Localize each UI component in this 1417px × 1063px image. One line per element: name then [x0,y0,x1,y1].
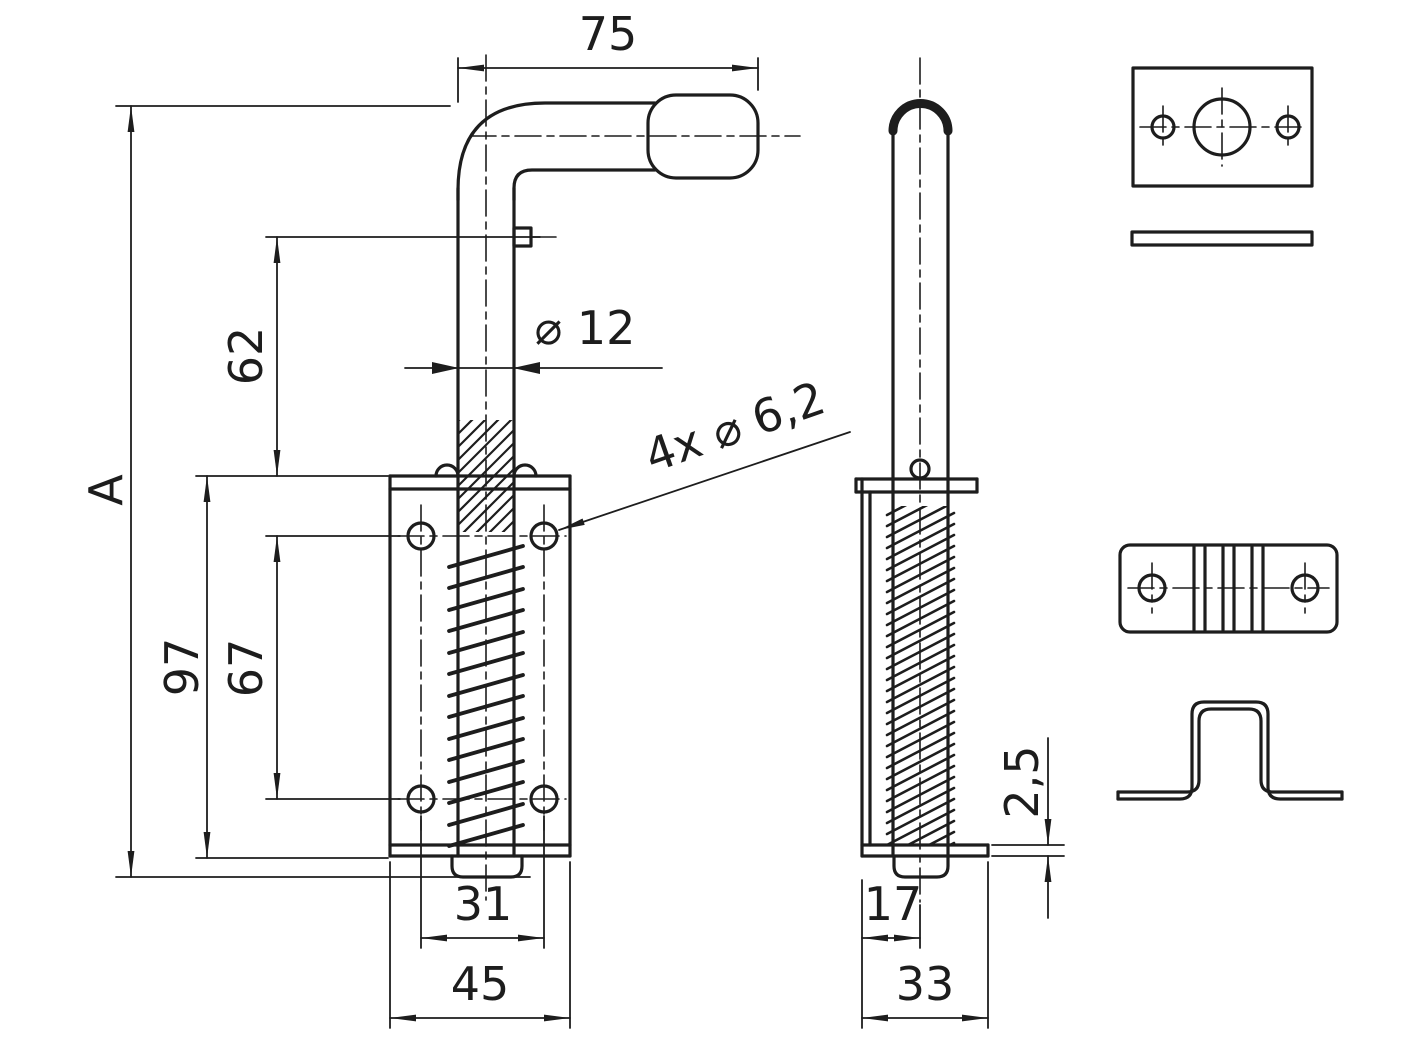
keeper-plate-edge [1130,230,1314,247]
bracket-bead-left [434,463,460,478]
dim-hole-pitch-vertical-label: 67 [219,639,273,698]
dim-hole-pitch-vertical: 67 [219,535,401,800]
dim-hole-pitch-horizontal: 31 [420,815,545,949]
bolt-top-cap [888,99,953,136]
dim-handle-length-label: 75 [579,7,638,61]
bracket-bead-right [512,463,538,478]
dim-handle-length: 75 [457,7,759,103]
bolt-foot-front [450,854,524,879]
front-view [388,54,801,901]
dim-overall-A: A [79,105,531,878]
spring-side [885,506,956,846]
side-dimensions: 17 33 2,5 [861,737,1065,1029]
detail-views [1116,66,1344,801]
dim-axis-offset: 17 [861,877,923,1029]
guide-bracket-face [1118,543,1339,634]
callout-holes-label: 4x ⌀ 6,2 [638,371,832,484]
callout-shaft-diameter-label: ⌀ 12 [535,301,636,355]
keeper-plate-face [1131,66,1314,188]
mount-hole-top-left [406,521,436,551]
dim-base-thickness: 2,5 [991,737,1065,919]
dim-plate-height-label: 97 [155,638,209,697]
dim-plate-width: 45 [389,861,571,1029]
mounting-plate [388,463,572,858]
bolt-handle [456,93,760,202]
guide-bracket-profile [1116,700,1344,801]
mount-hole-bottom-left [406,784,436,814]
dim-depth-label: 33 [896,957,955,1011]
dim-plate-width-label: 45 [451,957,510,1011]
callout-holes: 4x ⌀ 6,2 [558,371,851,531]
dim-hole-pitch-horizontal-label: 31 [454,877,513,931]
dim-pin-to-plate-label: 62 [219,327,273,386]
side-bracket [854,477,990,858]
callout-shaft-diameter: ⌀ 12 [404,301,663,374]
handle-grip [646,93,760,180]
dim-depth: 33 [861,861,989,1029]
dim-pin-to-plate: 62 [219,236,541,477]
mount-hole-top-right [529,521,559,551]
bolt-foot-side [892,854,950,879]
mount-hole-bottom-right [529,784,559,814]
dim-axis-offset-label: 17 [864,877,923,931]
side-view [854,57,990,903]
dim-overall-label: A [79,474,133,506]
dim-base-thickness-label: 2,5 [995,745,1049,818]
dim-plate-height: 97 [155,475,389,859]
spring-front [447,544,525,848]
